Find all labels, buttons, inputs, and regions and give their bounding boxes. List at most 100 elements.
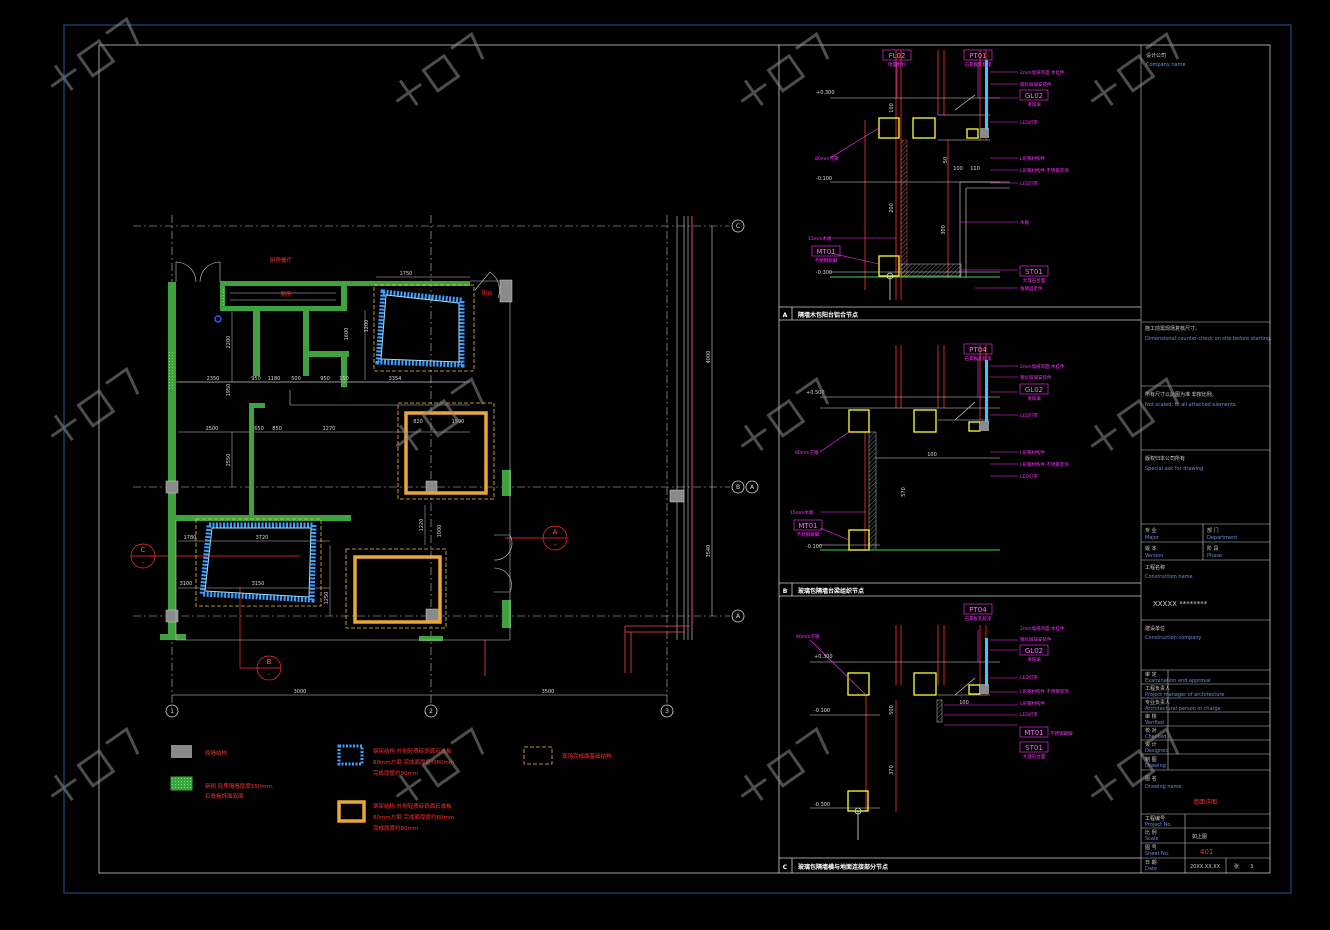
legend-item-1: 原墙结构: [205, 749, 228, 757]
dim-1950: 1950: [226, 384, 232, 397]
dim-1180: 1180: [268, 376, 281, 382]
tb-major-en: Major: [1145, 535, 1160, 541]
detail-b-note-6: LED灯带: [1020, 473, 1038, 480]
detail-c-note-4: L形钢材构件 不锈钢装饰: [1020, 688, 1069, 695]
tb-date-value: 20XX.XX.XX: [1190, 864, 1221, 870]
detail-c-sub-mt01: 不锈钢踢脚: [1050, 730, 1073, 737]
tb-scale-cn: 比 例: [1145, 829, 1157, 836]
detail-c-drawing: PT04 石膏板乳胶漆 GL02 清玻璃 MT01 不锈钢踢脚 ST01 大理石…: [796, 603, 1073, 840]
grid-label-3: 3: [665, 708, 669, 715]
dim-1200: 1200: [364, 320, 370, 333]
dim-total-right: 3500: [542, 689, 555, 695]
tb-project-no-cn: 工程编号: [1145, 815, 1165, 822]
tb-sig7-cn: 制 图: [1145, 756, 1157, 763]
detail-a-title: 隔墙木包阳台铝合节点: [798, 311, 858, 319]
tb-sig5-cn: 校 对: [1145, 727, 1157, 734]
detail-a-note-2: 钢化玻璃安装件: [1020, 81, 1052, 88]
detail-a-note-6: LED灯带: [1020, 180, 1038, 187]
detail-a-dim-6: 110: [970, 166, 980, 172]
detail-a-sub-st01: 大理石台面: [1023, 277, 1046, 284]
detail-c-dim-3: 370: [889, 765, 895, 775]
tb-logo-cn: 设计公司: [1146, 52, 1166, 59]
detail-a-left-2: 15mm木板: [808, 235, 832, 242]
dim-3150: 3150: [252, 581, 265, 587]
dim-3354: 3354: [389, 376, 402, 382]
detail-c-level-2: -0.100: [814, 708, 830, 714]
tb-sig3-en: Architectural person in charge: [1145, 706, 1221, 712]
tb-sig7-en: Drawing: [1145, 763, 1166, 769]
detail-b-note-5: L形钢材构件 不锈钢装饰: [1020, 461, 1069, 468]
detail-b-tag-gl02: GL02: [1025, 386, 1043, 394]
detail-c-note-6: L形钢材构件: [1020, 700, 1046, 707]
detail-c-note-2: 钢化玻璃安装件: [1020, 636, 1052, 643]
detail-b-letter: B: [783, 588, 788, 595]
legend-item-2-line2: 石膏板饰面双面: [205, 792, 244, 800]
detail-b-left-2: 15mm木板: [790, 509, 814, 516]
detail-b-note-3: LED灯带: [1020, 412, 1038, 419]
plan-label-balcony: 阳台: [481, 289, 493, 297]
tb-note3-en: Special ask for drawing: [1145, 466, 1203, 472]
detail-a-note-1: 2mm墙纸饰面 木挂件: [1020, 69, 1065, 76]
tb-version-en: Version: [1145, 553, 1163, 559]
tb-sig3-cn: 专业负责人: [1145, 699, 1170, 706]
detail-c-title: 玻璃包隔墙横与地面连接部分节点: [798, 863, 888, 871]
plan-label-top: 厨房餐厅: [270, 256, 293, 264]
callout-b-ref: --: [267, 672, 271, 678]
detail-b-tag-pt04: PT04: [969, 346, 987, 354]
tb-sheet-no-cn: 图 号: [1145, 845, 1157, 851]
callout-a-ref: --: [553, 542, 557, 548]
tb-version-cn: 版 本: [1145, 545, 1157, 552]
callout-c-letter: C: [141, 546, 146, 554]
tb-project-en: Construction name: [1145, 574, 1193, 580]
tb-note2-cn: 所有尺寸以此图为准 非按比例。: [1145, 391, 1217, 398]
tb-note1-cn: 施工前需现场复核尺寸。: [1145, 325, 1200, 332]
callout-b-letter: B: [267, 658, 272, 666]
tb-phase-cn: 阶 段: [1207, 545, 1219, 552]
tb-major-cn: 专 业: [1145, 527, 1157, 534]
detail-a-level-3: -0.300: [816, 270, 832, 276]
legend-item-5-line2: 80mm方钢 完成面厚度约80mm: [373, 813, 454, 821]
legend: 原墙结构 新砌 轻质隔墙厚度150mm, 石膏板饰面双面 钢架结构 外侧轻质砖饰…: [170, 744, 612, 832]
tb-phase-en: Phase: [1207, 553, 1222, 559]
detail-b-sub-mt01: 不锈钢踢脚: [797, 531, 820, 538]
detail-a-tag-st01: ST01: [1025, 268, 1043, 276]
tb-sig6-en: Designed: [1145, 748, 1169, 754]
detail-a-sub-pt01: 石膏板乳胶漆: [965, 61, 992, 68]
watermark-logo: [50, 16, 1180, 801]
dim-3100: 3100: [180, 581, 193, 587]
tb-note3-cn: 版权归本公司所有: [1145, 455, 1185, 462]
legend-item-3-line3: 完成厚度约90mm: [373, 769, 418, 777]
dim-950b: 950: [320, 376, 330, 382]
dim-950a: 950: [251, 376, 261, 382]
detail-a-letter: A: [783, 312, 788, 319]
dim-650: 650: [254, 426, 264, 432]
tb-sig1-cn: 审 定: [1145, 671, 1157, 678]
tb-project-no-en: Project No.: [1145, 822, 1172, 828]
dim-4000: 4000: [706, 351, 712, 364]
detail-c-tag-pt04: PT04: [969, 606, 987, 614]
dim-500: 500: [291, 376, 301, 382]
dim-3720: 3720: [256, 535, 269, 541]
detail-a-note-5: L形钢材构件 不锈钢装饰: [1020, 167, 1069, 174]
detail-c-level-3: -0.300: [814, 802, 830, 808]
detail-a-tag-mt01: MT01: [816, 248, 835, 256]
tb-page-value: 3: [1250, 864, 1253, 870]
detail-c-note-5: LED灯带: [1020, 711, 1038, 718]
tb-sig6-cn: 设 计: [1145, 741, 1157, 748]
legend-item-4: 现场完成面基础结构: [562, 752, 612, 760]
tb-sig2-cn: 工程负责人: [1145, 685, 1170, 692]
detail-c-note-3: LED灯带: [1020, 674, 1038, 681]
detail-b-note-2: 钢化玻璃安装件: [1020, 374, 1052, 381]
tb-sig4-en: Verified: [1145, 720, 1164, 726]
detail-c-tag-gl02: GL02: [1025, 647, 1043, 655]
detail-b-drawing: PT04 石膏板乳胶漆 GL02 清玻璃 MT01 不锈钢踢脚 2mm墙纸饰面 …: [790, 343, 1069, 551]
tb-date-cn: 日 期: [1145, 860, 1157, 866]
detail-a-drawing: FL02 地面材料 PT01 石膏板乳胶漆 GL02 清玻璃 MT01 不锈钢踢…: [808, 49, 1069, 300]
callout-c-ref: --: [141, 560, 145, 566]
detail-b-note-4: L形钢材构件: [1020, 449, 1046, 456]
tb-note2-en: Not scaled, to all attached elements.: [1145, 402, 1238, 408]
dim-2550: 2550: [226, 454, 232, 467]
detail-c-sub-gl02: 清玻璃: [1027, 656, 1041, 663]
detail-c-left-1: 80mm方钢: [796, 633, 820, 640]
